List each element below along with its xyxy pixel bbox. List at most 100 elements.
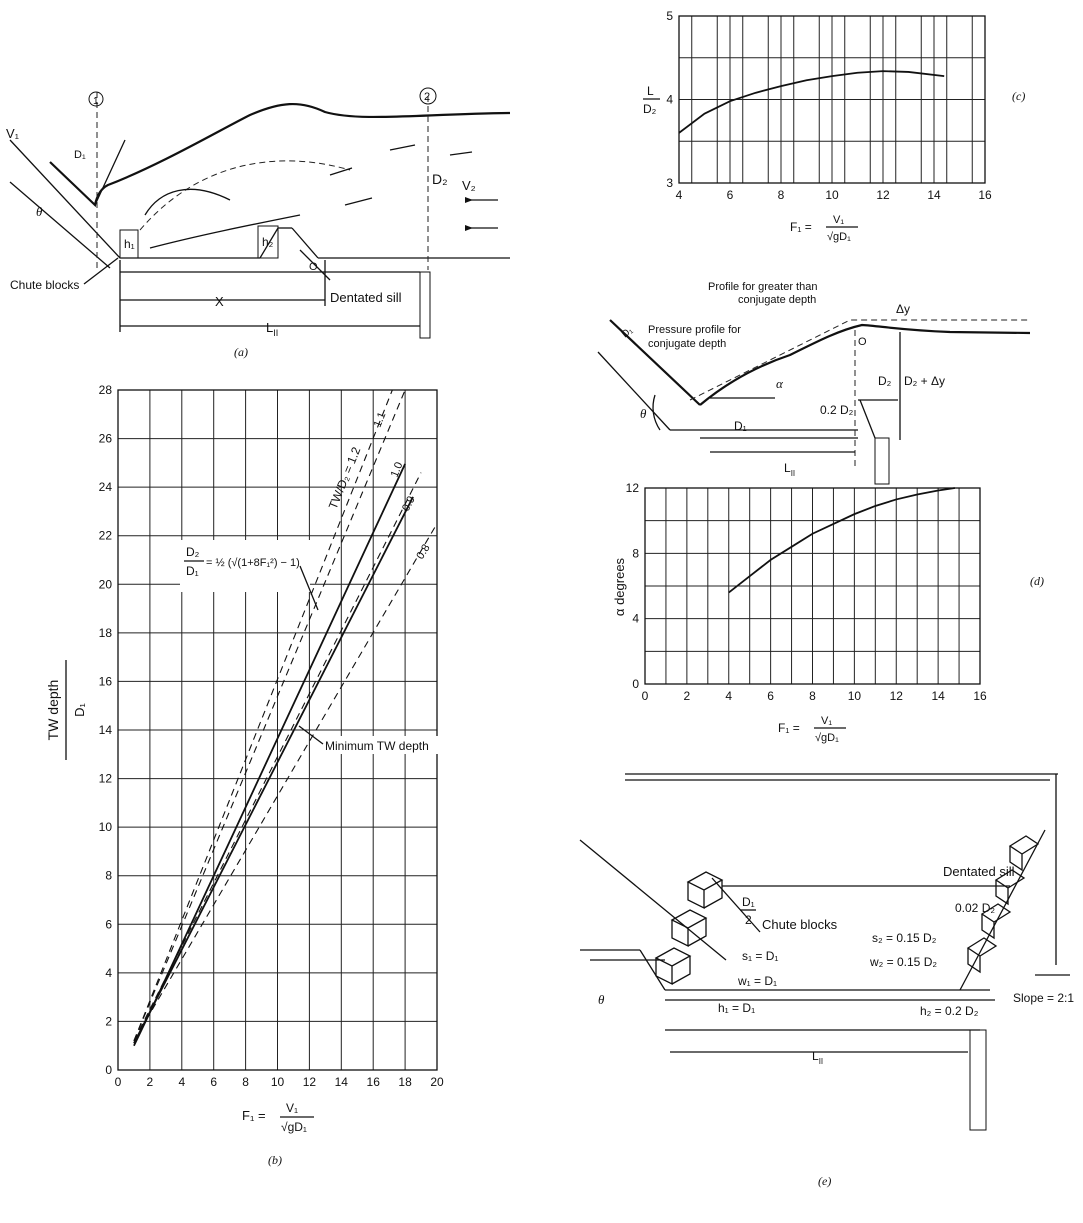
y-tick-label: 4 xyxy=(105,966,112,980)
x-tick-label: 8 xyxy=(778,188,785,202)
chart-c-series xyxy=(678,70,945,134)
chart-d-series xyxy=(728,487,956,594)
sill-slope-up xyxy=(259,227,279,259)
x-tick-label: 0 xyxy=(115,1075,122,1089)
chute-water-line xyxy=(94,139,126,206)
e-sill-block xyxy=(1008,835,1040,872)
caption-c: (c) xyxy=(1012,89,1025,103)
y-tick-label: 10 xyxy=(99,820,113,834)
chart-c-ylabel-num: L xyxy=(647,84,654,98)
y-tick-label: 8 xyxy=(105,869,112,883)
x-tick-label: 16 xyxy=(978,188,992,202)
chart-b-grid xyxy=(117,389,438,1071)
e-w1: w₁ = D₁ xyxy=(737,974,777,988)
y-tick-label: 4 xyxy=(666,93,673,107)
chart-c-ylabel-den: D₂ xyxy=(643,102,657,116)
chart-c-xlabel-num: V₁ xyxy=(833,214,844,226)
section-2-marker xyxy=(419,87,437,105)
chute-block-leader xyxy=(83,257,119,285)
e-chute-block xyxy=(654,947,692,986)
x-tick-label: 0 xyxy=(642,689,649,703)
X-label: X xyxy=(215,294,224,309)
e-chute-block xyxy=(670,909,708,948)
x-tick-label: 10 xyxy=(848,689,862,703)
e-chute-blocks-leader xyxy=(711,877,761,933)
section-2-label: 2 xyxy=(424,91,430,103)
chart-d-grid xyxy=(644,487,981,685)
chart-d-xlabel-den: √gD₁ xyxy=(815,732,839,744)
roller-flow-line xyxy=(139,160,351,231)
d-D2-dy: D₂ + Δy xyxy=(904,374,945,388)
x-tick-label: 12 xyxy=(303,1075,317,1089)
chart-d-xlabel-F: F₁ = xyxy=(778,721,800,735)
sill-slope-down xyxy=(291,227,319,259)
e-h1: h₁ = D₁ xyxy=(718,1001,755,1015)
e-sill-block xyxy=(994,869,1026,906)
series-line-1.0 xyxy=(133,463,406,1047)
equation-leader xyxy=(299,565,319,611)
chute-floor-underside xyxy=(9,181,111,269)
water-surface xyxy=(49,102,511,208)
series-line-0.8 xyxy=(133,523,438,1042)
y-tick-label: 26 xyxy=(99,432,113,446)
e-d1-half-den: 2 xyxy=(745,913,752,927)
e-L: LII xyxy=(812,1049,823,1066)
chart-d-xlabel-num: V₁ xyxy=(821,715,832,727)
bottom-flow-line xyxy=(149,214,301,249)
d-water-profile xyxy=(699,323,1031,406)
caption-a: (a) xyxy=(234,345,248,359)
sill-block-shape xyxy=(257,225,279,259)
y-tick-label: 3 xyxy=(666,176,673,190)
theta-label: θ xyxy=(36,204,43,219)
e-s1: s₁ = D₁ xyxy=(742,949,778,963)
y-tick-label: 16 xyxy=(99,674,113,688)
x-tick-label: 14 xyxy=(335,1075,349,1089)
y-tick-label: 6 xyxy=(105,917,112,931)
d-D1-chute: D₁ xyxy=(620,325,636,341)
sill-leader xyxy=(299,249,331,281)
y-tick-label: 0 xyxy=(632,677,639,691)
x-tick-label: 14 xyxy=(931,689,945,703)
d-alpha: α xyxy=(776,376,784,391)
d1-label: D₁ xyxy=(74,149,86,161)
panel-a-stilling-basin-section: 1 2 V₁ D₁ θ h₁ h₂ D₂ V₂ X LII O Chute bl… xyxy=(6,87,511,359)
D2-label: D₂ xyxy=(432,171,448,187)
x-tick-label: 12 xyxy=(876,188,890,202)
e-chute-slope xyxy=(639,949,666,991)
e-theta: θ xyxy=(598,992,605,1007)
min-tw-leader xyxy=(298,725,324,745)
h2-label: h₂ xyxy=(262,235,274,249)
e-chute-blocks-label: Chute blocks xyxy=(762,917,838,932)
d-L: LII xyxy=(784,461,795,478)
vortex-flow-line xyxy=(144,188,231,216)
y-tick-label: 12 xyxy=(626,481,640,495)
x-tick-label: 6 xyxy=(727,188,734,202)
x-tick-label: 2 xyxy=(147,1075,154,1089)
e-chute-block xyxy=(686,871,724,910)
series-line-1.1 xyxy=(133,389,406,1042)
y-tick-label: 2 xyxy=(105,1014,112,1028)
caption-d: (d) xyxy=(1030,574,1044,588)
equation-lhs-num: D₂ xyxy=(186,545,200,559)
equation-rhs: = ½ (√(1+8F₁²) − 1) xyxy=(206,557,300,569)
series-line-1.2 xyxy=(133,389,393,1042)
e-top-dim: 0.02 D₂ xyxy=(955,901,995,915)
curve-label-0.9: 0.9 xyxy=(400,494,418,513)
panel-d-sill-profile: Profile for greater than conjugate depth… xyxy=(597,281,1044,744)
e-dentated-sill-label: Dentated sill xyxy=(943,864,1015,879)
section-1-label: 1 xyxy=(93,96,99,107)
chart-c-grid xyxy=(678,15,986,184)
V2-label: V₂ xyxy=(462,178,476,193)
flow-arrows xyxy=(329,144,498,229)
caption-b: (b) xyxy=(268,1153,282,1167)
x-tick-label: 6 xyxy=(767,689,774,703)
y-tick-label: 0 xyxy=(105,1063,112,1077)
curve-label-0.8: 0.8 xyxy=(414,542,432,561)
chart-c-xlabel-F: F₁ = xyxy=(790,220,812,234)
d-D1: D₁ xyxy=(734,419,747,433)
chart-d-ylabel: α degrees xyxy=(612,557,627,616)
d-chute-line xyxy=(609,319,701,406)
x-tick-label: 2 xyxy=(684,689,691,703)
